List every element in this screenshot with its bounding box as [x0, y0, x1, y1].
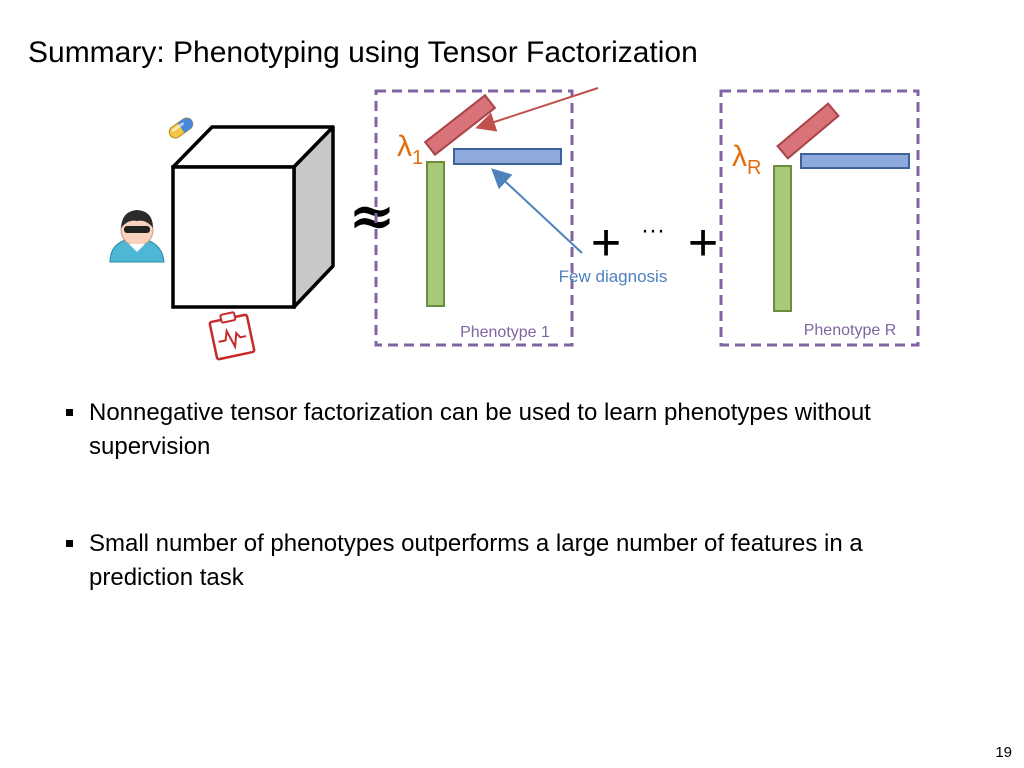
phenotype-1-red-bar — [423, 93, 497, 157]
lambda-1-subscript: 1 — [412, 147, 423, 169]
lambda-r-subscript: R — [747, 157, 761, 179]
bullet-item: Small number of phenotypes outperforms a… — [62, 527, 962, 595]
patient-icon — [109, 210, 165, 263]
phenotype-r-label: Phenotype R — [804, 322, 897, 339]
red-arrow — [475, 87, 599, 132]
lambda-1-symbol: λ — [397, 130, 412, 163]
phenotype-r-component: λR Phenotype R — [719, 89, 920, 347]
blue-arrow — [491, 168, 583, 254]
ellipsis: ··· — [641, 217, 665, 244]
slide-title: Summary: Phenotyping using Tensor Factor… — [28, 36, 698, 69]
phenotype-1-blue-bar — [453, 148, 562, 165]
plus-sign-right: + — [688, 214, 718, 272]
phenotype-1-component: λ1 Phenotype 1 — [374, 89, 574, 347]
phenotype-r-green-bar — [773, 165, 792, 312]
bullet-marker — [66, 540, 73, 547]
bullet-list: Nonnegative tensor factorization can be … — [62, 396, 962, 595]
approx-symbol: ≈ — [349, 183, 396, 249]
lambda-1-label: λ1 — [397, 130, 423, 169]
medical-chart-icon — [208, 311, 256, 361]
tensor-cube — [171, 125, 335, 309]
bullet-text: Nonnegative tensor factorization can be … — [89, 399, 871, 460]
phenotype-r-red-bar — [776, 102, 840, 160]
phenotype-1-label: Phenotype 1 — [460, 324, 550, 341]
bullet-item: Nonnegative tensor factorization can be … — [62, 396, 962, 464]
page-number: 19 — [995, 744, 1012, 761]
tensor-factorization-diagram: ≈ λ1 Phenotype 1 Few diagnosis + ··· + λ… — [109, 87, 920, 361]
phenotype-r-blue-bar — [800, 153, 910, 169]
plus-sign-left: + — [591, 214, 621, 272]
few-diagnosis-annotation: Few diagnosis — [559, 267, 668, 286]
bullet-text: Small number of phenotypes outperforms a… — [89, 530, 863, 591]
lambda-r-label: λR — [732, 140, 761, 179]
bullet-marker — [66, 409, 73, 416]
phenotype-1-green-bar — [426, 161, 445, 307]
pill-icon — [168, 117, 194, 139]
lambda-r-symbol: λ — [732, 140, 747, 173]
